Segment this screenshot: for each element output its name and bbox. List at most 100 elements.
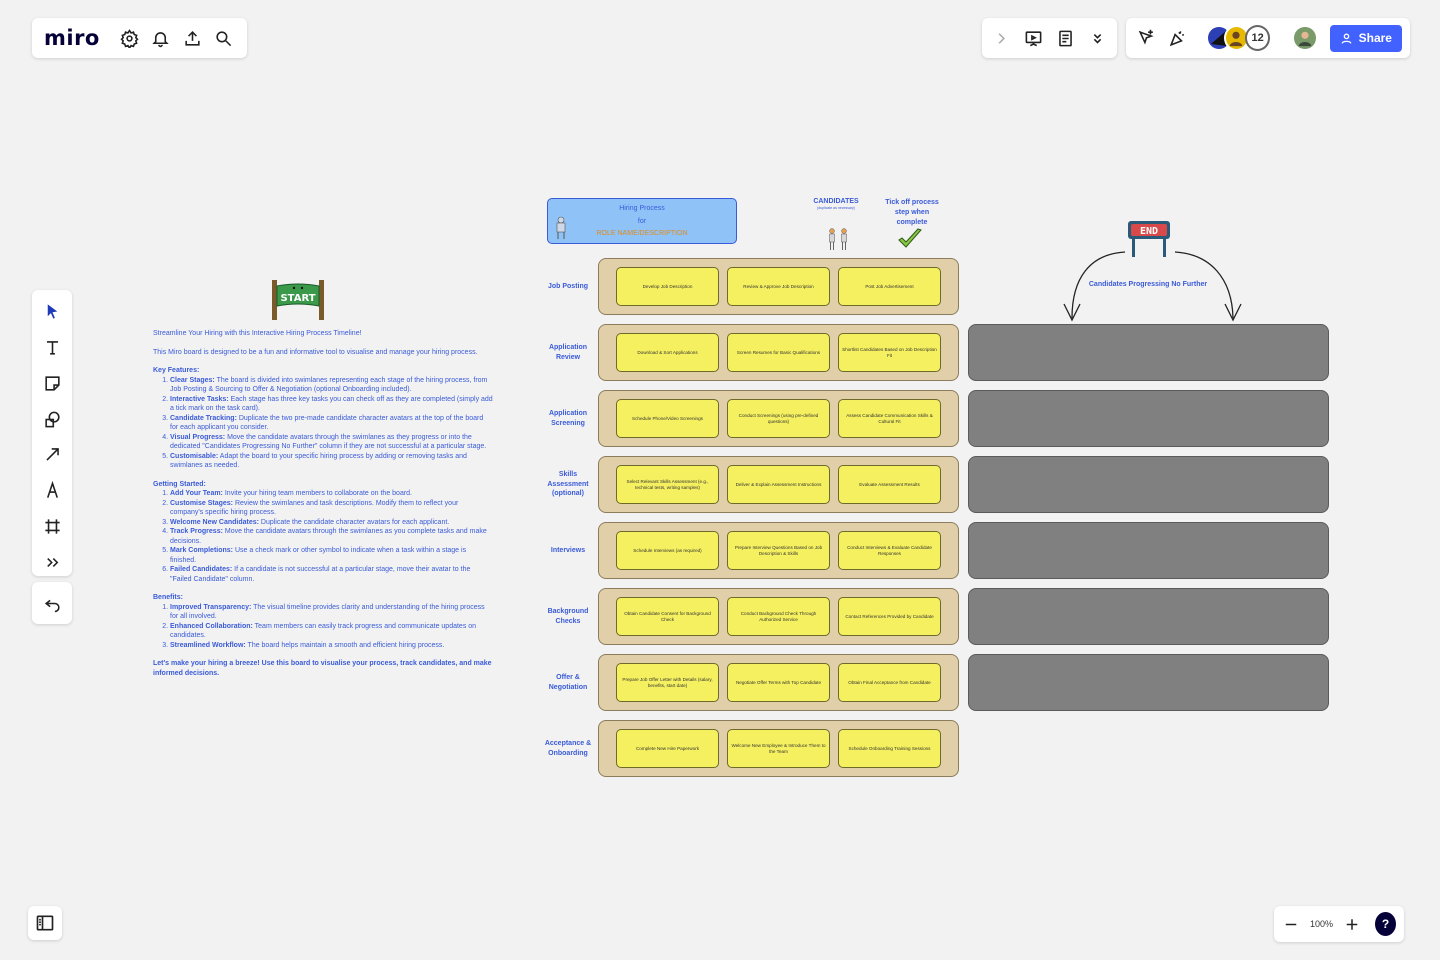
- end-sign[interactable]: END: [1126, 219, 1172, 259]
- task-card[interactable]: Screen Resumes for Basic Qualifications: [727, 333, 830, 372]
- candidates-title: CANDIDATES: [813, 198, 859, 205]
- task-card[interactable]: Complete New Hire Paperwork: [616, 729, 719, 768]
- frame-tool-icon[interactable]: [38, 513, 66, 541]
- person-icon: [556, 216, 566, 239]
- swimlane[interactable]: Schedule Interviews (as required)Prepare…: [598, 522, 959, 579]
- list-item: Streamlined Workflow: The board helps ma…: [170, 641, 493, 651]
- list-item-title: Enhanced Collaboration:: [170, 622, 253, 630]
- hiring-process-title-card[interactable]: Hiring Process for ROLE NAME/DESCRIPTION: [547, 198, 737, 244]
- zoom-in-icon[interactable]: [1343, 911, 1361, 937]
- swimlane-label[interactable]: Application Review: [548, 344, 588, 361]
- list-item-text: Move the candidate avatars through the s…: [170, 528, 487, 545]
- swimlane-label[interactable]: Offer & Negotiation: [548, 674, 588, 691]
- list-item: Track Progress: Move the candidate avata…: [170, 527, 493, 546]
- share-button[interactable]: Share: [1329, 24, 1402, 52]
- swimlane-label[interactable]: Acceptance & Onboarding: [544, 740, 592, 757]
- no-further-lane[interactable]: [968, 390, 1329, 447]
- chevron-right-icon[interactable]: [990, 25, 1014, 51]
- task-card[interactable]: Obtain Candidate Consent for Background …: [616, 597, 719, 636]
- task-card[interactable]: Contact References Provided by Candidate: [838, 597, 941, 636]
- current-user-avatar[interactable]: [1292, 25, 1318, 51]
- task-card[interactable]: Shortlist Candidates Based on Job Descri…: [838, 333, 941, 372]
- swimlane-label[interactable]: Background Checks: [547, 608, 589, 625]
- more-tools-icon[interactable]: [38, 548, 66, 576]
- arrow-tool-icon[interactable]: [38, 441, 66, 469]
- list-item: Improved Transparency: The visual timeli…: [170, 603, 493, 622]
- bell-icon[interactable]: [149, 25, 172, 51]
- task-card[interactable]: Prepare Interview Questions Based on Job…: [727, 531, 830, 570]
- task-card[interactable]: Obtain Final Acceptance from Candidate: [838, 663, 941, 702]
- no-further-lane[interactable]: [968, 324, 1329, 381]
- task-card[interactable]: Review & Approve Job Description: [727, 267, 830, 306]
- swimlane-label[interactable]: Skills Assessment (optional): [547, 471, 589, 498]
- intro-description: This Miro board is designed to be a fun …: [153, 348, 478, 356]
- list-item-text: The board is divided into swimlanes repr…: [170, 376, 488, 394]
- help-button[interactable]: ?: [1375, 912, 1396, 936]
- task-card[interactable]: Post Job Advertisement: [838, 267, 941, 306]
- zoom-out-icon[interactable]: [1282, 911, 1300, 937]
- notes-icon[interactable]: [1054, 25, 1078, 51]
- select-tool-icon[interactable]: [38, 298, 66, 326]
- no-further-lane[interactable]: [968, 654, 1329, 711]
- list-item: Enhanced Collaboration: Team members can…: [170, 622, 493, 641]
- chevron-double-down-icon[interactable]: [1085, 25, 1109, 51]
- share-label: Share: [1358, 31, 1392, 45]
- sticky-note-icon[interactable]: [38, 370, 66, 398]
- settings-icon[interactable]: [118, 25, 141, 51]
- list-item-text: The board helps maintain a smooth and ef…: [245, 641, 445, 649]
- upload-icon[interactable]: [180, 25, 203, 51]
- start-sign[interactable]: START: [270, 278, 326, 322]
- task-card[interactable]: Evaluate Assessment Results: [838, 465, 941, 504]
- intro-text[interactable]: Streamline Your Hiring with this Interac…: [153, 329, 493, 687]
- miro-logo[interactable]: miro: [44, 26, 100, 50]
- celebrate-icon[interactable]: [1165, 25, 1190, 51]
- avatar-count-badge[interactable]: 12: [1245, 25, 1271, 51]
- swimlane-label[interactable]: Job Posting: [547, 282, 589, 290]
- task-card[interactable]: Schedule Interviews (as required): [616, 531, 719, 570]
- list-item: Failed Candidates: If a candidate is not…: [170, 565, 493, 584]
- swimlane[interactable]: Select Relevant Skills Assessment (e.g.,…: [598, 456, 959, 513]
- text-tool-icon[interactable]: [38, 334, 66, 362]
- board-panel-toggle[interactable]: [28, 906, 62, 940]
- task-card[interactable]: Conduct Interviews & Evaluate Candidate …: [838, 531, 941, 570]
- task-card[interactable]: Prepare Job Offer Letter with Details (s…: [616, 663, 719, 702]
- pen-tool-icon[interactable]: [38, 477, 66, 505]
- cursor-hide-icon[interactable]: [1134, 25, 1159, 51]
- share-toolbar: 12 Share: [1126, 18, 1410, 58]
- task-card[interactable]: Welcome New Employee & Introduce Them to…: [727, 729, 830, 768]
- list-item-text: Use a check mark or other symbol to indi…: [170, 547, 467, 564]
- no-further-lane[interactable]: [968, 456, 1329, 513]
- list-item: Candidate Tracking: Duplicate the two pr…: [170, 414, 493, 433]
- zoom-level[interactable]: 100%: [1310, 919, 1334, 929]
- task-card[interactable]: Conduct Background Check Through Authori…: [727, 597, 830, 636]
- candidate-avatars-icon[interactable]: [826, 226, 850, 252]
- task-card[interactable]: Schedule Onboarding Training Sessions: [838, 729, 941, 768]
- list-item-title: Mark Completions:: [170, 547, 234, 554]
- shapes-icon[interactable]: [38, 405, 66, 433]
- task-card[interactable]: Conduct Screenings (using pre-defined qu…: [727, 399, 830, 438]
- undo-panel: [32, 582, 72, 624]
- task-card[interactable]: Develop Job Description: [616, 267, 719, 306]
- swimlane-label[interactable]: Interviews: [550, 546, 586, 554]
- task-card[interactable]: Select Relevant Skills Assessment (e.g.,…: [616, 465, 719, 504]
- no-further-lane[interactable]: [968, 588, 1329, 645]
- swimlane-label[interactable]: Application Screening: [548, 410, 588, 427]
- candidates-label: CANDIDATES (duplicate as necessary): [806, 198, 866, 210]
- swimlane[interactable]: Prepare Job Offer Letter with Details (s…: [598, 654, 959, 711]
- undo-icon[interactable]: [39, 590, 65, 616]
- presentation-icon[interactable]: [1022, 25, 1046, 51]
- no-further-lane[interactable]: [968, 522, 1329, 579]
- swimlane[interactable]: Obtain Candidate Consent for Background …: [598, 588, 959, 645]
- search-icon[interactable]: [212, 25, 235, 51]
- tick-off-label: Tick off process step when complete: [885, 199, 939, 226]
- task-card[interactable]: Deliver & Explain Assessment Instruction…: [727, 465, 830, 504]
- task-card[interactable]: Assess Candidate Communication Skills & …: [838, 399, 941, 438]
- check-mark-icon[interactable]: [896, 227, 924, 251]
- task-card[interactable]: Schedule Phone/Video Screenings: [616, 399, 719, 438]
- task-card[interactable]: Negotiate Offer Terms with Top Candidate: [727, 663, 830, 702]
- task-card[interactable]: Download & Sort Applications: [616, 333, 719, 372]
